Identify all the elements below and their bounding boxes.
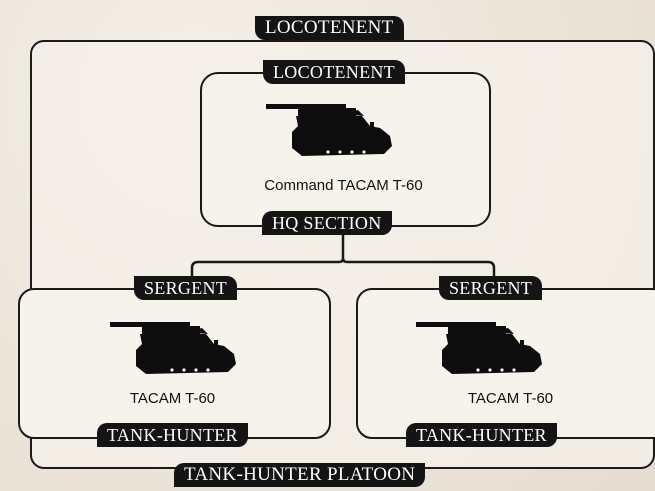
hq-rank-label: LOCOTENENT xyxy=(263,60,405,84)
tank-silhouette-icon xyxy=(266,104,392,156)
hq-section-label: HQ SECTION xyxy=(262,211,392,235)
unit-role-label-right: TANK-HUNTER xyxy=(406,423,557,447)
unit-vehicle-name-right: TACAM T-60 xyxy=(467,390,554,407)
hq-vehicle-name: Command TACAM T-60 xyxy=(264,177,423,194)
platoon-commander-label: LOCOTENENT xyxy=(255,16,404,40)
sergeant-rank-label-right: SERGENT xyxy=(439,276,543,300)
tank-silhouette-icon xyxy=(416,322,542,374)
sergeant-rank-label-left: SERGENT xyxy=(134,276,238,300)
unit-vehicle-name-left: TACAM T-60 xyxy=(129,390,216,407)
tank-silhouette-icon xyxy=(110,322,236,374)
platoon-name-label: TANK-HUNTER PLATOON xyxy=(174,463,426,487)
unit-role-label-left: TANK-HUNTER xyxy=(97,423,248,447)
